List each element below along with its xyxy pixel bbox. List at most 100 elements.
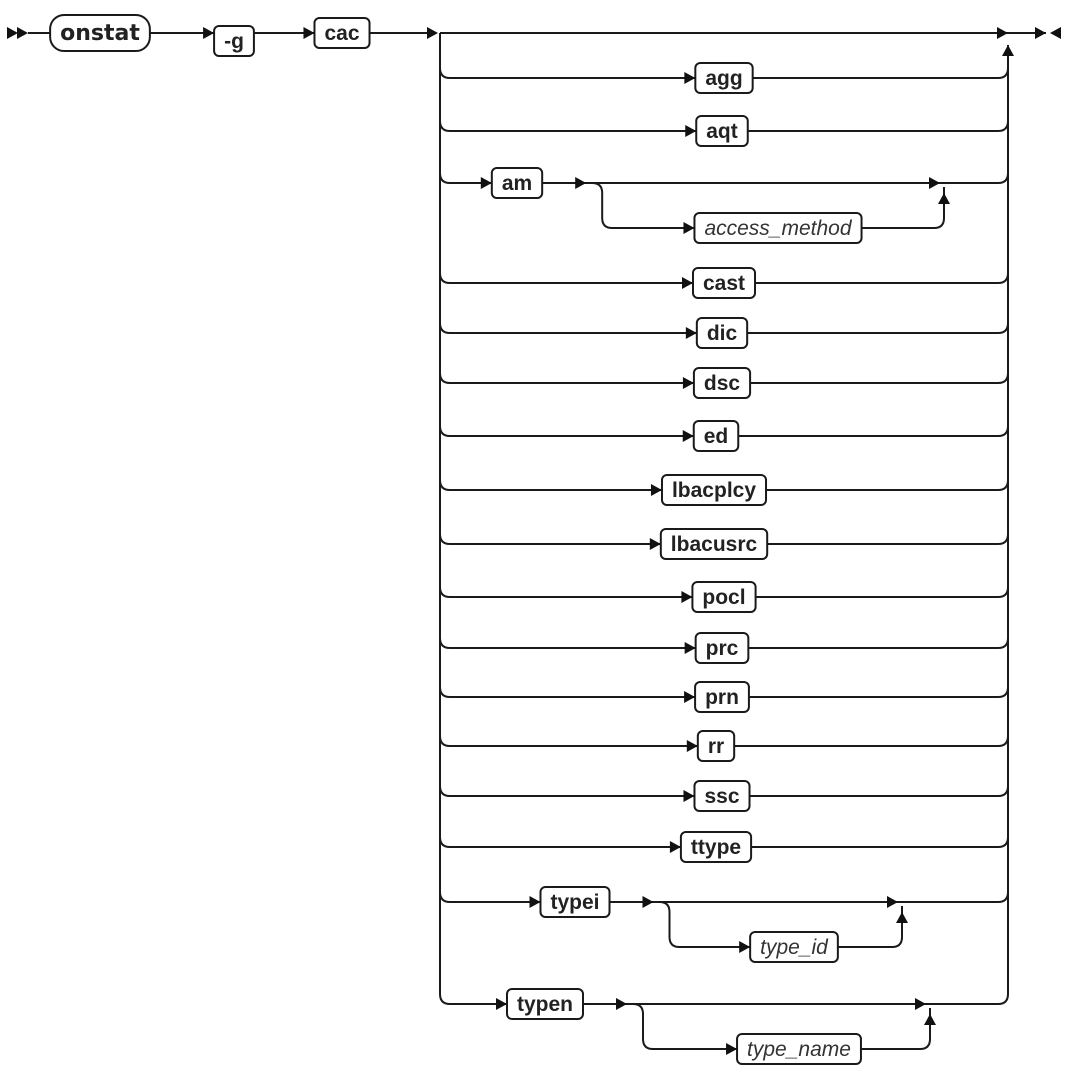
- arrow-right-icon: [529, 896, 541, 908]
- option-ed-label: ed: [704, 425, 729, 448]
- end-arrow-icon: [1050, 27, 1061, 39]
- merge-up-arrow-icon: [1002, 45, 1014, 56]
- connector-line: [749, 785, 1009, 797]
- option-typen-label: typen: [517, 993, 573, 1016]
- option-lbacplcy-label: lbacplcy: [672, 479, 756, 502]
- option-aqt-label: aqt: [706, 120, 738, 143]
- connector-line: [751, 836, 1009, 848]
- connector-line: [439, 322, 697, 334]
- connector-line: [439, 372, 694, 384]
- arrow-right-icon: [685, 125, 697, 137]
- connector-line: [997, 172, 1009, 184]
- connector-line: [439, 637, 696, 649]
- arrow-right-icon: [684, 691, 696, 703]
- option-typei-label: typei: [550, 891, 599, 914]
- connector-line: [860, 1008, 931, 1050]
- connector-line: [632, 1003, 738, 1050]
- arrow-right-icon: [683, 790, 695, 802]
- left-rail: [439, 33, 451, 1005]
- merge-arrow-icon: [915, 998, 926, 1010]
- connector-line: [439, 533, 661, 545]
- arrow-right-icon: [684, 642, 696, 654]
- connector-line: [439, 686, 696, 698]
- connector-line: [748, 686, 1009, 698]
- start-double-arrow-icon: [7, 27, 18, 39]
- connector-line: [439, 586, 693, 598]
- start-double-arrow-icon: [17, 27, 28, 39]
- option-rr-label: rr: [708, 735, 724, 758]
- connector-line: [755, 272, 1009, 284]
- option-am-variable-label: access_method: [704, 217, 852, 240]
- token-cac-label: cac: [324, 22, 359, 45]
- connector-line: [752, 67, 1009, 79]
- merge-arrow-icon: [997, 27, 1008, 39]
- arrow-right-icon: [427, 27, 438, 39]
- arrow-right-icon: [686, 740, 698, 752]
- arrow-right-icon: [683, 222, 695, 234]
- connector-line: [439, 785, 695, 797]
- arrow-right-icon: [739, 941, 751, 953]
- merge-up-arrow-icon: [896, 912, 908, 923]
- option-prc-label: prc: [706, 637, 739, 660]
- command-onstat-box: [49, 14, 151, 52]
- token-g-label: -g: [224, 30, 244, 53]
- connector-line: [592, 182, 695, 229]
- arrow-right-icon: [726, 1043, 738, 1055]
- end-arrow-icon: [1035, 27, 1046, 39]
- arrow-right-icon: [616, 998, 628, 1010]
- arrow-right-icon: [303, 27, 315, 39]
- option-agg-label: agg: [705, 67, 742, 90]
- connector-line: [439, 479, 662, 491]
- merge-up-arrow-icon: [924, 1014, 936, 1025]
- connector-line: [766, 479, 1009, 491]
- merge-arrow-icon: [887, 896, 898, 908]
- token-g-box: [213, 25, 255, 57]
- connector-line: [439, 120, 697, 132]
- connector-line: [748, 637, 1009, 649]
- option-am-label: am: [502, 172, 532, 195]
- option-typei-variable-label: type_id: [760, 936, 829, 959]
- arrow-right-icon: [681, 277, 693, 289]
- connector-line: [837, 906, 903, 948]
- connector-line: [439, 836, 681, 848]
- right-rail: [997, 45, 1009, 1005]
- connector-line: [747, 322, 1009, 334]
- command-onstat-label: onstat: [60, 21, 140, 46]
- arrow-right-icon: [649, 538, 661, 550]
- connector-line: [659, 901, 751, 948]
- arrow-right-icon: [480, 177, 492, 189]
- arrow-right-icon: [575, 177, 587, 189]
- option-ttype-label: ttype: [691, 836, 741, 859]
- arrow-right-icon: [681, 591, 693, 603]
- option-prn-label: prn: [705, 686, 739, 709]
- option-pocl-label: pocl: [702, 586, 745, 609]
- connector-line: [439, 67, 696, 79]
- merge-up-arrow-icon: [938, 193, 950, 204]
- connector-line: [439, 272, 693, 284]
- connector-line: [439, 735, 698, 747]
- connector-line: [439, 425, 694, 437]
- connector-line: [439, 172, 492, 184]
- diagram-lines: [28, 32, 1046, 1050]
- connector-line: [738, 425, 1009, 437]
- connector-line: [750, 372, 1009, 384]
- arrow-right-icon: [685, 327, 697, 339]
- option-typen-variable-label: type_name: [747, 1038, 851, 1061]
- arrow-right-icon: [203, 27, 215, 39]
- option-lbacusrc-label: lbacusrc: [671, 533, 758, 556]
- arrow-right-icon: [684, 72, 696, 84]
- connector-line: [755, 586, 1009, 598]
- option-cast-label: cast: [703, 272, 745, 295]
- connector-line: [747, 120, 1009, 132]
- arrow-right-icon: [642, 896, 654, 908]
- arrow-right-icon: [682, 377, 694, 389]
- connector-line: [439, 891, 541, 903]
- arrow-right-icon: [669, 841, 681, 853]
- connector-line: [767, 533, 1009, 545]
- arrow-right-icon: [682, 430, 694, 442]
- option-dsc-label: dsc: [704, 372, 741, 395]
- merge-arrow-icon: [929, 177, 940, 189]
- option-ssc-label: ssc: [704, 785, 739, 808]
